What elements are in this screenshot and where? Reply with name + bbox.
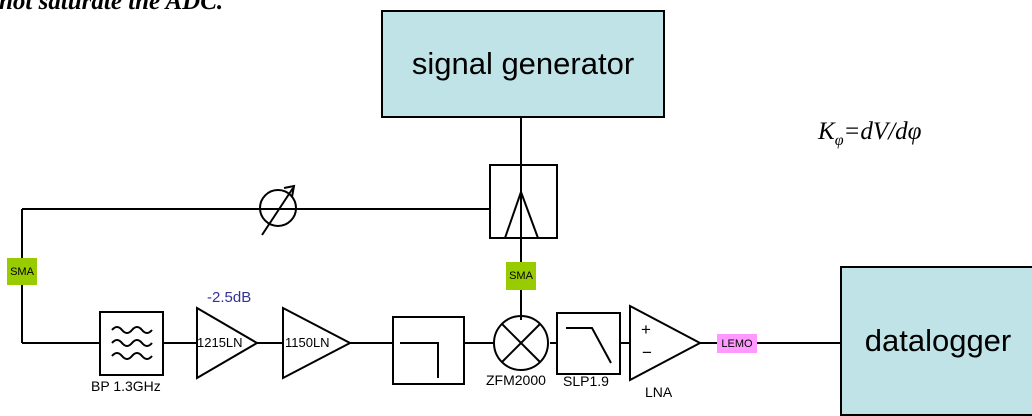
- diagram-wiring: [21, 118, 840, 385]
- amp2-label: 1150LN: [285, 335, 330, 350]
- amp2-triangle: [282, 306, 353, 380]
- formula-subscript: φ: [834, 132, 844, 149]
- phase-shifter-arrowhead: [283, 184, 296, 198]
- sma-left-label: SMA: [10, 265, 34, 278]
- lowpass-label: SLP1.9: [563, 373, 609, 389]
- datalogger-label: datalogger: [864, 323, 1012, 358]
- sma-connector-center: SMA: [506, 262, 536, 290]
- bandpass-wave-3: [111, 352, 153, 360]
- amp1-triangle: [196, 306, 259, 380]
- mixer-circle: [493, 315, 549, 371]
- lna-plus-sign: +: [641, 320, 651, 339]
- mixer-label: ZFM2000: [486, 372, 546, 388]
- lna-triangle: [629, 304, 703, 382]
- formula-rest: =dV/dφ: [843, 118, 922, 145]
- splitter-diag-right: [520, 191, 539, 239]
- phase-shifter-slash: [261, 187, 294, 236]
- signal-generator-block: signal generator: [381, 10, 665, 118]
- bandpass-wave-1: [111, 326, 153, 334]
- filter-box: [392, 316, 465, 385]
- header-text: not saturate the ADC.: [0, 0, 224, 15]
- sma-center-label: SMA: [509, 270, 533, 282]
- formula-k: K: [818, 118, 835, 145]
- bandpass-box: [99, 311, 164, 376]
- signal-generator-label: signal generator: [411, 46, 635, 81]
- splitter-diag-left: [504, 191, 522, 239]
- phase-gain-formula: Kφ=dV/dφ: [818, 118, 921, 150]
- amp1-gain-label: -2.5dB: [207, 289, 252, 306]
- lemo-connector: LEMO: [717, 334, 757, 353]
- phase-shifter-circle: [259, 189, 297, 227]
- bandpass-wave-2: [111, 339, 153, 347]
- lowpass-curve: [566, 327, 612, 364]
- lemo-label: LEMO: [721, 337, 753, 350]
- lna-label: LNA: [645, 384, 673, 400]
- mixer-cross-b: [501, 323, 541, 363]
- splitter-box: [489, 164, 558, 239]
- lna-minus-sign: −: [642, 343, 652, 362]
- datalogger-block: datalogger: [840, 266, 1032, 416]
- sma-connector-left: SMA: [7, 258, 37, 285]
- bandpass-label: BP 1.3GHz: [91, 378, 161, 394]
- amp1-label: 1215LN: [197, 335, 243, 350]
- lowpass-box: [556, 312, 621, 375]
- filter-step: [400, 342, 439, 378]
